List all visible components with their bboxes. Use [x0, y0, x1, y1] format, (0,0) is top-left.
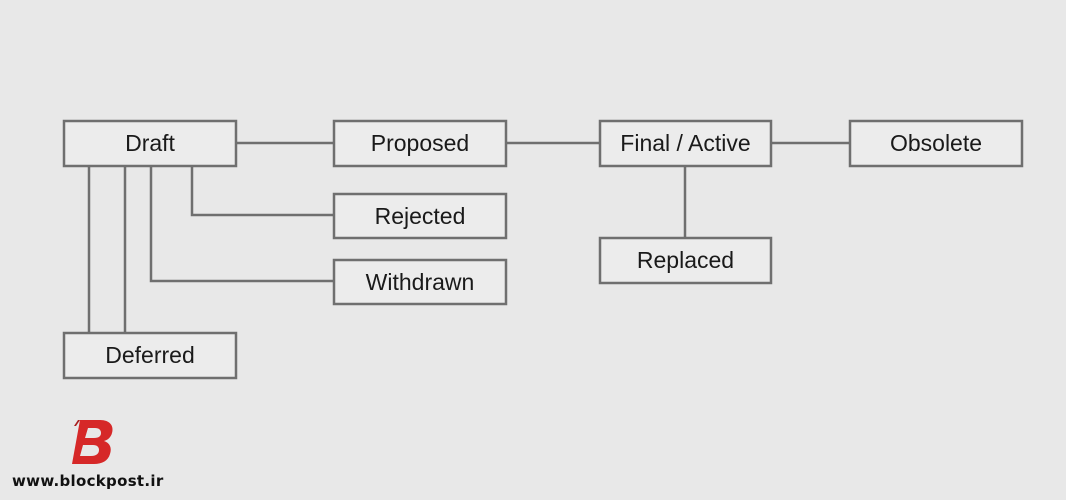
- node-final-active: Final / Active: [598, 119, 773, 168]
- brand-b-icon: [72, 420, 113, 464]
- node-proposed: Proposed: [332, 119, 508, 168]
- brand-url[interactable]: www.blockpost.ir: [12, 472, 164, 490]
- node-deferred-label: Deferred: [105, 342, 194, 368]
- node-replaced-label: Replaced: [637, 247, 734, 273]
- node-deferred: Deferred: [62, 331, 238, 380]
- node-final-active-label: Final / Active: [620, 130, 750, 156]
- edges: [87, 141, 850, 333]
- node-rejected: Rejected: [332, 192, 508, 240]
- node-draft: Draft: [62, 119, 238, 168]
- brand-logo[interactable]: www.blockpost.ir: [12, 418, 172, 493]
- node-withdrawn-label: Withdrawn: [366, 269, 475, 295]
- node-withdrawn: Withdrawn: [332, 258, 508, 306]
- node-obsolete: Obsolete: [848, 119, 1024, 168]
- edge-draft-withdrawn: [149, 166, 334, 283]
- node-rejected-label: Rejected: [375, 203, 466, 229]
- node-proposed-label: Proposed: [371, 130, 469, 156]
- node-obsolete-label: Obsolete: [890, 130, 982, 156]
- edge-draft-rejected: [190, 166, 334, 217]
- node-draft-label: Draft: [125, 130, 175, 156]
- node-replaced: Replaced: [598, 236, 773, 285]
